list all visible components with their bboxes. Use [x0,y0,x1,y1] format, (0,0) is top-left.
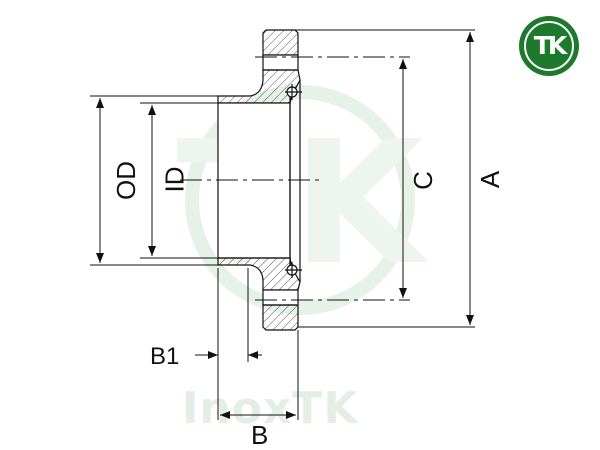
dimension-label-b1: B1 [150,340,179,371]
watermark-text: InoxTK [182,383,359,434]
tk-logo: TK [519,16,579,76]
dimension-label-a: A [475,170,506,189]
dimension-label-od: OD [111,161,141,200]
logo-text: TK [524,21,574,71]
dimension-label-b: B [251,420,269,450]
dimension-label-id: ID [159,166,190,193]
b1-text: B1 [150,343,180,370]
dimension-label-c: C [407,171,438,190]
